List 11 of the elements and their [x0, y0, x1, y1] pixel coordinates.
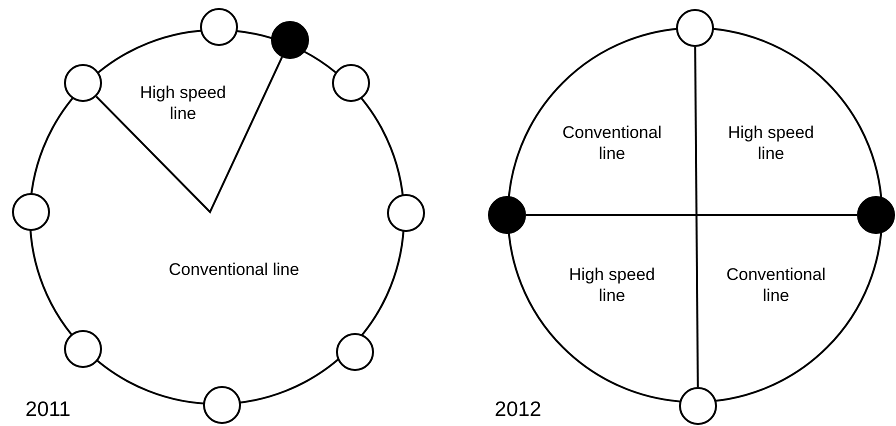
connector-line [694, 47, 699, 387]
region-label: Conventional line [168, 259, 300, 280]
region-label: Conventional line [561, 122, 663, 164]
region-label: High speed line [568, 264, 656, 306]
year-label: 2011 [24, 397, 72, 423]
connector-line [96, 56, 283, 214]
year-label: 2012 [494, 397, 542, 423]
connector-line [526, 214, 857, 216]
region-label: High speed line [726, 122, 815, 164]
region-label: Conventional line [725, 264, 827, 306]
region-label: High speed line [138, 82, 227, 124]
